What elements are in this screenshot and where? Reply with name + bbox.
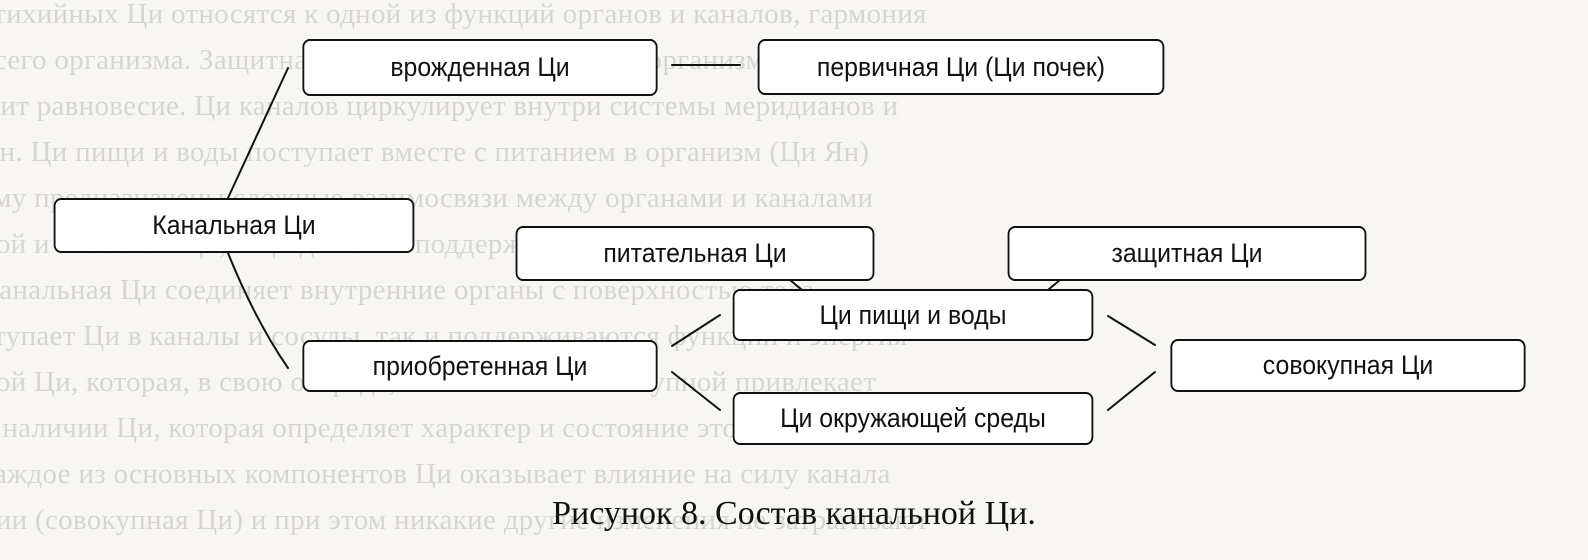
node-pervichnaya-qi: первичная Ци (Ци почек): [757, 39, 1165, 95]
edge-kanal-vrozh: [227, 67, 289, 199]
node-vrozhdennaya-qi-label: врожденная Ци: [390, 52, 570, 82]
edge-okruzh-sovok: [1107, 371, 1156, 411]
node-vrozhdennaya-qi: врожденная Ци: [302, 39, 658, 96]
node-kanalnaya-qi: Канальная Ци: [53, 198, 415, 253]
edge-priob-pisch: [671, 314, 721, 347]
node-priobretennaya-qi: приобретенная Ци: [302, 340, 658, 392]
node-qi-okruzhayuschey-sredy-label: Ци окружающей среды: [780, 403, 1046, 433]
node-qi-pischi-i-vody-label: Ци пищи и воды: [819, 299, 1007, 330]
edge-pisch-sovok: [1107, 315, 1156, 346]
node-kanalnaya-qi-label: Канальная Ци: [152, 210, 316, 240]
edge-kanal-priob: [227, 252, 289, 369]
node-sovokupnaya-qi: совокупная Ци: [1170, 339, 1526, 392]
node-qi-okruzhayuschey-sredy: Ци окружающей среды: [732, 392, 1094, 445]
node-qi-pischi-i-vody: Ци пищи и воды: [732, 289, 1094, 341]
figure-caption: Рисунок 8. Состав канальной Ци.: [552, 495, 1036, 532]
node-pitatelnaya-qi-label: питательная Ци: [603, 238, 787, 268]
node-pitatelnaya-qi: питательная Ци: [515, 226, 875, 281]
node-zaschitnaya-qi: защитная Ци: [1007, 226, 1367, 281]
node-zaschitnaya-qi-label: защитная Ци: [1111, 238, 1263, 268]
edge-priob-okruzh: [671, 371, 721, 411]
node-sovokupnaya-qi-label: совокупная Ци: [1262, 350, 1434, 380]
node-pervichnaya-qi-label: первичная Ци (Ци почек): [816, 51, 1106, 82]
node-priobretennaya-qi-label: приобретенная Ци: [372, 350, 588, 381]
